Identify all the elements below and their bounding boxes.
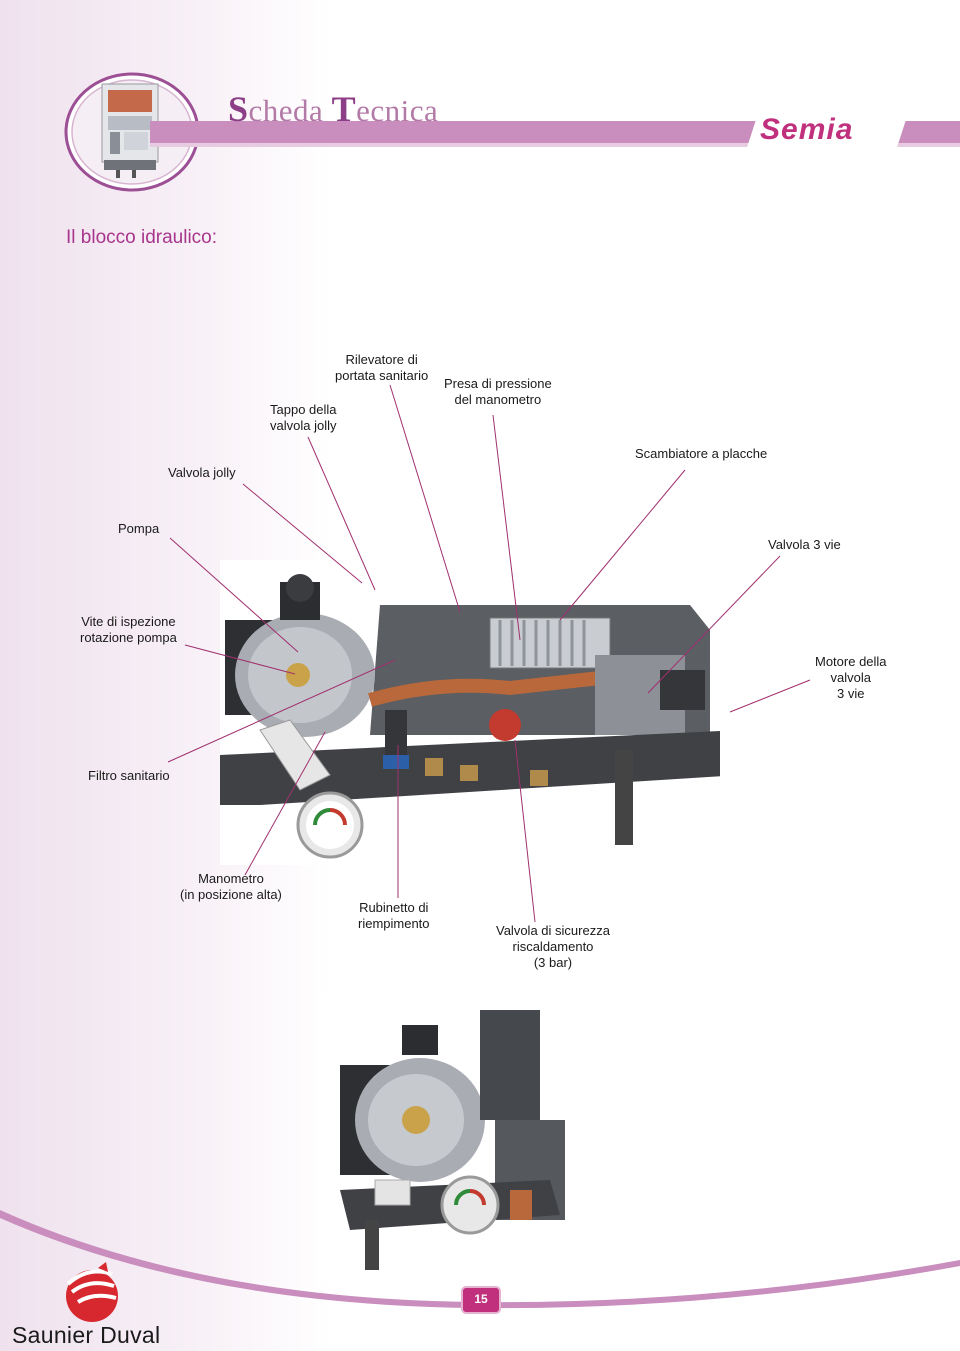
label-pompa: Pompa	[118, 521, 160, 536]
label-presa-pressione: Presa di pressione del manometro	[444, 376, 552, 408]
label-sicurezza-line1: Valvola di sicurezza	[496, 923, 610, 938]
company-name: Saunier Duval	[12, 1322, 161, 1348]
label-manometro-line2: (in posizione alta)	[180, 887, 282, 902]
pump-detail-image	[320, 990, 570, 1280]
title-word-1: cheda	[248, 93, 332, 128]
saunier-duval-logo-icon	[66, 1262, 118, 1322]
label-valvola-sicurezza: Valvola di sicurezza riscaldamento (3 ba…	[496, 923, 610, 971]
label-scambiatore: Scambiatore a placche	[635, 446, 768, 461]
label-vite-line1: Vite di ispezione	[81, 614, 176, 629]
label-rubinetto-line1: Rubinetto di	[359, 900, 429, 915]
label-rubinetto: Rubinetto di riempimento	[358, 900, 430, 932]
label-tappo: Tappo della valvola jolly	[270, 402, 337, 434]
label-valvola-jolly: Valvola jolly	[168, 465, 236, 480]
label-motore-line3: 3 vie	[837, 686, 865, 701]
label-rilevatore: Rilevatore di portata sanitario	[335, 352, 428, 384]
label-presa-line1: Presa di pressione	[444, 376, 552, 391]
label-motore-line1: Motore della	[815, 654, 887, 669]
section-heading: Il blocco idraulico:	[66, 227, 218, 248]
title-initial-s: S	[228, 89, 249, 129]
label-manometro: Manometro (in posizione alta)	[180, 871, 282, 903]
page-title: Scheda Tecnica	[228, 88, 438, 130]
label-tappo-line1: Tappo della	[270, 402, 337, 417]
label-rilevatore-line2: portata sanitario	[335, 368, 429, 383]
label-vite-line2: rotazione pompa	[80, 630, 177, 645]
label-rubinetto-line2: riempimento	[358, 916, 430, 931]
label-motore-line2: valvola	[830, 670, 871, 685]
label-tappo-line2: valvola jolly	[270, 418, 337, 433]
title-word-2: ecnica	[356, 93, 439, 128]
page-number: 15	[474, 1292, 488, 1306]
hydraulic-block-image	[220, 560, 720, 865]
title-initial-t: T	[331, 89, 357, 129]
label-sicurezza-line3: (3 bar)	[533, 955, 573, 970]
label-sicurezza-line2: riscaldamento	[512, 939, 594, 954]
footer-curve	[0, 1210, 960, 1314]
label-vite-ispezione: Vite di ispezione rotazione pompa	[80, 614, 177, 646]
label-valvola-3-vie: Valvola 3 vie	[768, 537, 841, 552]
label-motore: Motore della valvola 3 vie	[815, 654, 887, 702]
brand-logo: Semia	[760, 113, 854, 146]
header-band-shadow	[150, 143, 960, 147]
label-manometro-line1: Manometro	[198, 871, 264, 886]
label-rilevatore-line1: Rilevatore di	[345, 352, 418, 367]
label-filtro-sanitario: Filtro sanitario	[88, 768, 170, 783]
label-presa-line2: del manometro	[454, 392, 542, 407]
